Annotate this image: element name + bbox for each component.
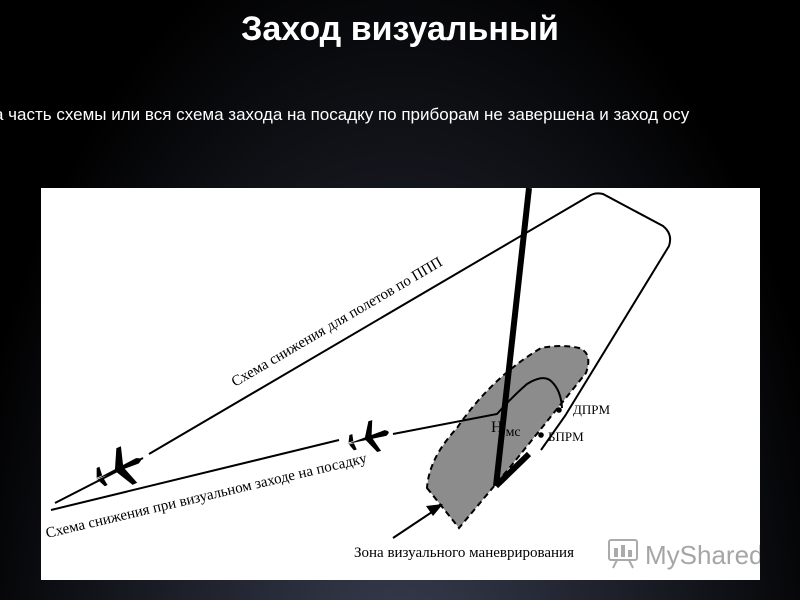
slide-subtitle: а часть схемы или вся схема захода на по…	[0, 105, 690, 124]
zone-pointer-arrow	[392, 507, 439, 539]
visual-descent-label: Схема снижения при визуальном заходе на …	[44, 450, 369, 541]
watermark-text: MyShared	[645, 540, 760, 570]
zone-label: Зона визуального маневрирования	[354, 545, 574, 561]
runway	[493, 188, 532, 487]
runway	[493, 451, 532, 489]
arrowhead	[426, 504, 443, 516]
visual-descent-path	[50, 377, 563, 511]
visual-maneuvering-zone	[425, 345, 590, 530]
watermark-logo-icon	[608, 539, 638, 569]
ifr-descent-label: Схема снижения для полетов по ППП	[229, 254, 446, 390]
aircraft-icon	[346, 420, 389, 453]
approach-diagram: Схема снижения для полетов по ППП Схема …	[41, 188, 760, 580]
bprm-label: БПРМ	[548, 429, 584, 444]
aircraft-icon	[95, 446, 142, 487]
bprm-beacon	[538, 432, 544, 438]
dprm-beacon	[556, 407, 562, 413]
slide-title: Заход визуальный	[241, 10, 559, 48]
dprm-label: ДПРМ	[573, 402, 610, 417]
